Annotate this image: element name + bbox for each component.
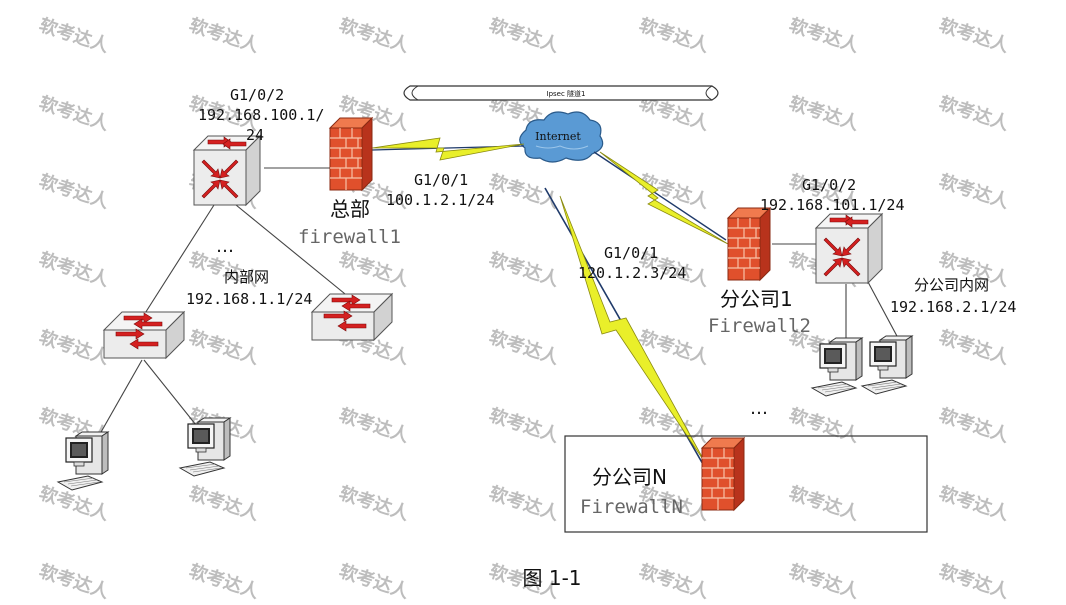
watermark-text: 软考达人 [36,326,112,369]
figure-caption: 图 1-1 [522,566,581,590]
watermark-text: 软考达人 [336,14,412,57]
watermark-text: 软考达人 [786,404,862,447]
hq-g101-label: G1/0/1 [414,171,468,189]
hq-pc-left-icon [57,431,109,491]
watermark-text: 软考达人 [936,170,1012,213]
watermark-text: 软考达人 [36,248,112,291]
branch1-firewall-icon [727,207,771,281]
watermark-text: 软考达人 [486,248,562,291]
internet-cloud: Internet [519,111,604,163]
watermark-layer: 软考达人软考达人软考达人软考达人软考达人软考达人软考达人软考达人软考达人软考达人… [36,14,1012,603]
watermark-text: 软考达人 [336,248,412,291]
branch1-more-dots: … [750,398,768,419]
hq-g101-ip: 100.1.2.1/24 [386,191,494,209]
watermark-text: 软考达人 [486,404,562,447]
watermark-text: 软考达人 [936,326,1012,369]
branch1-g101-ip: 120.1.2.3/24 [578,264,686,282]
branchN-name-label: 分公司N [592,465,667,489]
lightning-branchN [559,195,707,465]
watermark-text: 软考达人 [786,482,862,525]
hq-g102-label: G1/0/2 [230,86,284,104]
hq-firewall-label: firewall1 [298,226,401,248]
internet-label: Internet [535,130,581,143]
watermark-text: 软考达人 [486,482,562,525]
hq-firewall-icon [329,117,373,191]
watermark-text: 软考达人 [36,170,112,213]
hq-more-dots: … [216,236,234,257]
watermark-text: 软考达人 [636,14,712,57]
link-router-pc-b [867,281,899,339]
branch1-router-icon [815,213,883,284]
branch1-g102-ip: 192.168.101.1/24 [760,196,905,214]
watermark-text: 软考达人 [486,14,562,57]
hq-switch-left-icon [103,311,185,359]
branch1-pc-a-icon [811,337,863,397]
watermark-text: 软考达人 [336,560,412,603]
watermark-text: 软考达人 [636,170,712,213]
hq-pc-right-icon [179,417,231,477]
hq-g102-ip-line2: 24 [246,126,264,144]
watermark-text: 软考达人 [786,14,862,57]
branch1-inner-net-ip: 192.168.2.1/24 [890,298,1016,316]
watermark-text: 软考达人 [186,482,262,525]
watermark-text: 软考达人 [786,92,862,135]
branch1-name-label: 分公司1 [720,287,793,311]
branchN-firewall-icon [701,437,745,511]
branch1-g101-label: G1/0/1 [604,244,658,262]
watermark-text: 软考达人 [186,560,262,603]
watermark-text: 软考达人 [936,404,1012,447]
watermark-text: 软考达人 [336,404,412,447]
watermark-text: 软考达人 [936,560,1012,603]
watermark-text: 软考达人 [36,560,112,603]
watermark-text: 软考达人 [336,482,412,525]
branch1-firewall-label: Firewall2 [708,315,811,337]
branch1-inner-net-name: 分公司内网 [914,276,989,294]
branchN-container [564,435,928,533]
watermark-text: 软考达人 [186,14,262,57]
link-router-switch-left [141,204,215,319]
link-internet-firewall2 [593,151,727,241]
branch1-pc-b-icon [861,335,913,395]
watermark-text: 软考达人 [936,14,1012,57]
watermark-text: 软考达人 [486,326,562,369]
branch1-g102-label: G1/0/2 [802,176,856,194]
hq-inner-net-name: 内部网 [224,268,269,286]
watermark-text: 软考达人 [936,482,1012,525]
hq-name-label: 总部 [330,197,370,221]
ipsec-tunnel-label: Ipsec 隧道1 [547,89,586,98]
hq-inner-net-ip: 192.168.1.1/24 [186,290,312,308]
hq-core-router-icon [193,135,261,206]
watermark-text: 软考达人 [36,92,112,135]
watermark-text: 软考达人 [486,170,562,213]
link-router-switch-right [235,204,351,299]
watermark-text: 软考达人 [786,560,862,603]
hq-switch-right-icon [311,293,393,341]
branchN-firewall-label: FirewallN [580,496,683,518]
hq-g102-ip-line1: 192.168.100.1/ [198,106,324,124]
lightning-hq [371,137,525,161]
watermark-text: 软考达人 [36,14,112,57]
watermark-text: 软考达人 [636,560,712,603]
watermark-text: 软考达人 [186,326,262,369]
ipsec-tunnel: Ipsec 隧道1 [403,85,719,101]
watermark-text: 软考达人 [936,92,1012,135]
